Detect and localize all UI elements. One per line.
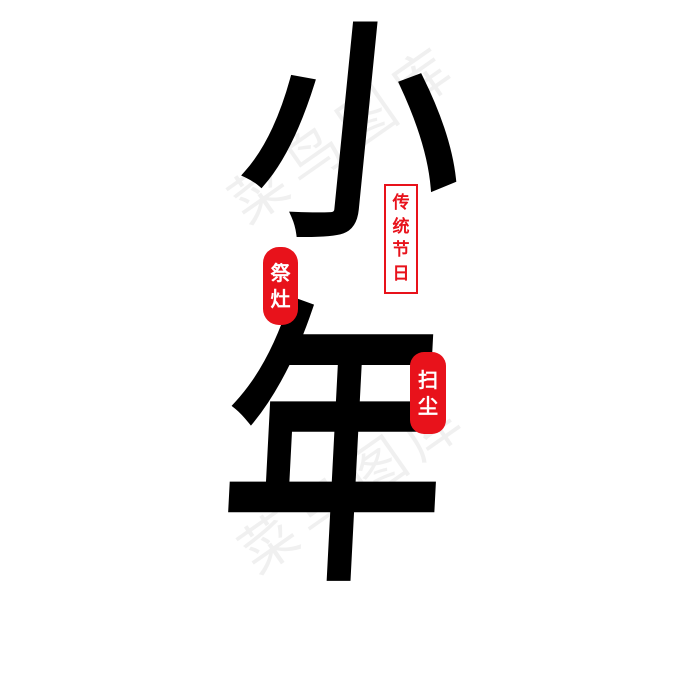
seal-jizao: 祭 灶 [263,247,298,325]
seal-char: 节 [392,240,410,261]
seal-char: 灶 [270,287,291,311]
seal-char: 扫 [418,368,438,392]
seal-saochen: 扫 尘 [410,352,446,434]
seal-char: 祭 [270,261,291,285]
seal-char: 传 [392,193,410,214]
seal-char: 统 [392,216,410,237]
seal-char: 尘 [418,394,438,418]
calligraphy-char-nian: 年 [215,273,454,623]
seal-traditional-festival: 传 统 节 日 [384,184,418,294]
calligraphy-char-xiao: 小 [230,0,476,270]
seal-char: 日 [392,263,410,284]
